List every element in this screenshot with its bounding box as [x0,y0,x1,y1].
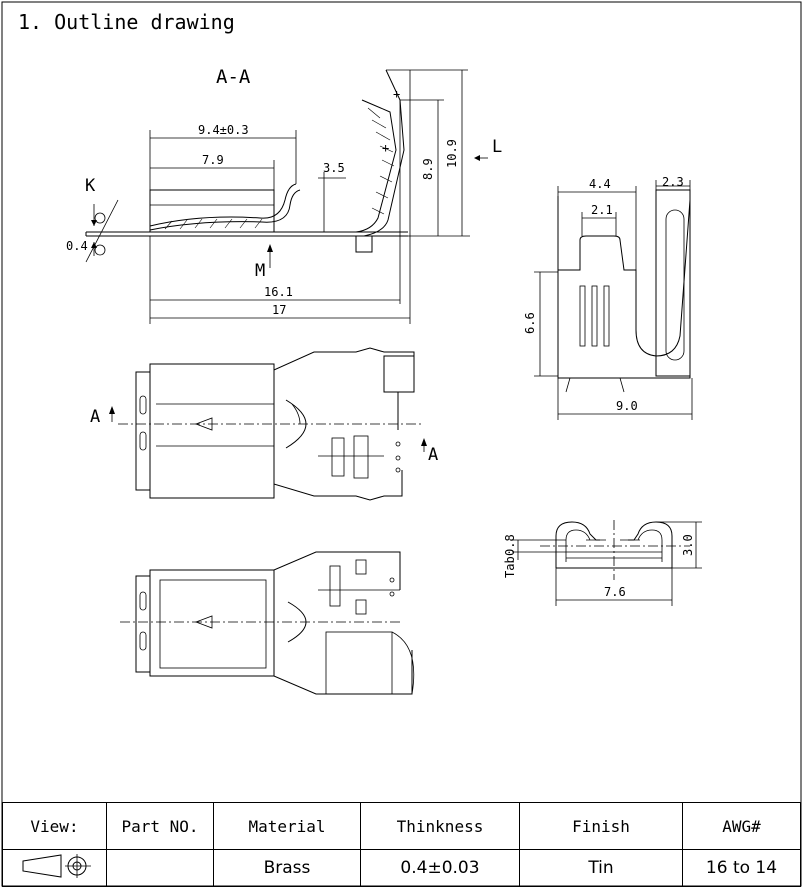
header-view: View: [2,802,107,850]
dim-10-9: 10.9 [445,139,459,168]
header-finish: Finish [519,802,683,850]
awg-value: 16 to 14 [682,849,801,887]
view-symbol [2,849,107,887]
ref-a-left: A [90,407,100,427]
dim-17: 17 [272,303,286,317]
projection-symbol-icon [22,853,91,878]
ref-a-right: A [428,445,438,465]
svg-text:+: + [382,141,389,155]
header-material: Material [213,802,361,850]
dim-8-9: 8.9 [421,158,435,180]
dim-3-0: 3.0 [681,534,695,556]
header-part-no: Part NO. [106,802,214,850]
dim-4-4: 4.4 [589,177,611,191]
ref-m: M [255,261,265,281]
svg-text:+: + [393,87,400,101]
section-label: A-A [216,66,251,88]
ref-tab: Tab [503,556,517,578]
dim-9-4: 9.4±0.3 [198,123,249,137]
front-view: 0.8 Tab 3.0 7.6 [503,520,702,606]
dim-0-4: 0.4 [66,239,88,253]
dim-3-5: 3.5 [323,161,345,175]
drawing-title: 1. Outline drawing [18,10,235,34]
bottom-view [120,551,415,695]
header-awg: AWG# [682,802,801,850]
dim-6-6: 6.6 [523,312,537,334]
dim-0-8: 0.8 [503,534,517,556]
part-no-value [106,849,214,887]
title-block: View: Part NO. Material Thinkness Finish… [2,802,801,887]
dim-2-3: 2.3 [662,175,684,189]
top-view: A A [90,347,438,501]
section-view: + + K 0.4 L M 9.4±0.3 7.9 3.5 [66,69,502,324]
finish-value: Tin [519,849,683,887]
thickness-value: 0.4±0.03 [360,849,520,887]
ref-l: L [492,137,502,157]
material-value: Brass [213,849,361,887]
dim-7-9: 7.9 [202,153,224,167]
dim-16-1: 16.1 [264,285,293,299]
end-view: 4.4 2.3 2.1 6.6 9.0 [523,175,693,420]
header-thickness: Thinkness [360,802,520,850]
dim-7-6: 7.6 [604,585,626,599]
dim-2-1: 2.1 [591,203,613,217]
ref-k: K [85,176,96,196]
dim-9-0: 9.0 [616,399,638,413]
